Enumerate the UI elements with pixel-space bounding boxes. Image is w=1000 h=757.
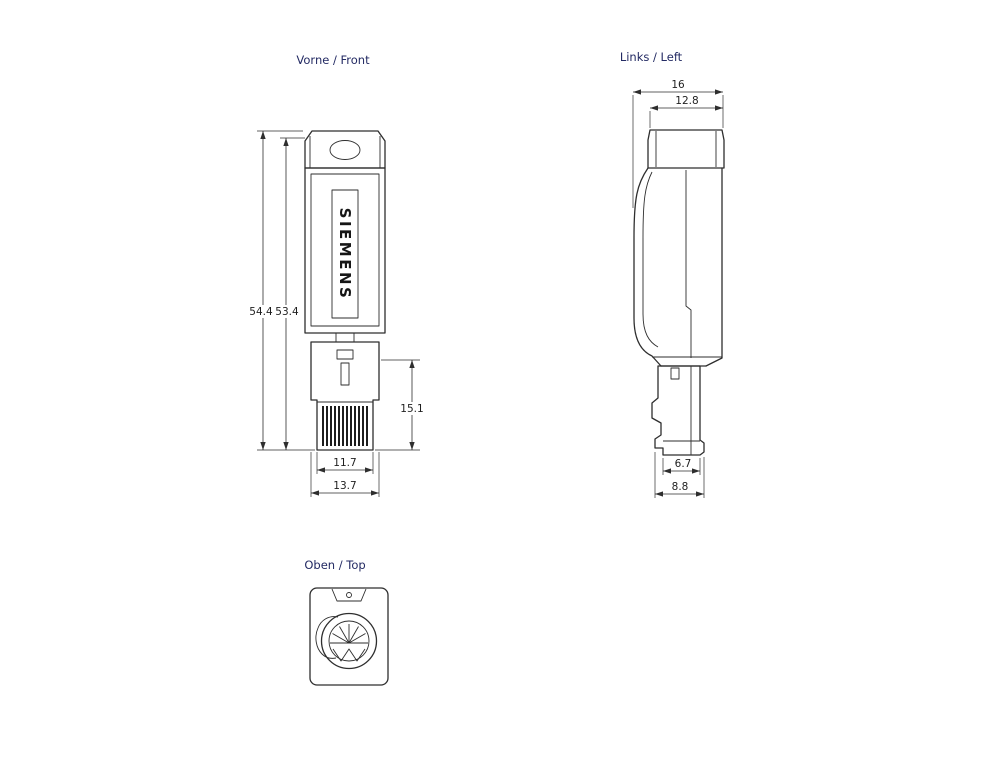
front-cap-outline [304, 130, 386, 169]
left-body-left-profile [633, 167, 662, 367]
dim-plug-outer-width: 13.7 [310, 452, 380, 497]
dim-plug-width: 11.7 [316, 452, 374, 474]
top-tab-outline [331, 588, 367, 602]
left-view: Links / Left 16 12.8 [620, 50, 725, 498]
front-plug-contacts-hatch [322, 406, 368, 446]
front-plug-latch-window [336, 349, 354, 360]
dimension-text-mask [399, 402, 425, 415]
top-view-title: Oben / Top [304, 558, 365, 572]
dim-overall-depth: 16 [632, 79, 724, 208]
brand-label: SIEMENS [336, 208, 354, 301]
dimension-value: 16 [671, 79, 685, 91]
fan-line [348, 633, 366, 644]
dimension-value: 53.4 [275, 306, 299, 318]
front-brand-plate [331, 189, 359, 319]
dimension-value: 15.1 [400, 403, 423, 415]
top-contact-fan [330, 624, 368, 644]
fan-line [339, 626, 350, 644]
dimension-text-mask [248, 305, 274, 318]
left-cap-outline [647, 129, 725, 169]
fan-line [348, 626, 359, 644]
front-body-inner [310, 173, 380, 327]
left-body-seam [685, 170, 692, 358]
dim-plug-height: 15.1 [375, 359, 425, 451]
dimension-value: 8.8 [672, 481, 689, 493]
dim-housing-height: 53.4 [274, 137, 305, 450]
left-latch-arm-inner [642, 171, 659, 348]
left-view-title: Links / Left [620, 50, 683, 64]
top-gland-outer-circle [320, 612, 378, 670]
front-latch-neck [335, 332, 355, 343]
top-latch-hook [315, 616, 339, 659]
dim-housing-depth: 12.8 [649, 95, 723, 128]
top-tab-hole [346, 592, 352, 598]
left-plug-outline [651, 365, 705, 456]
dimension-value: 11.7 [333, 457, 356, 469]
dim-plug-depth: 6.7 [662, 458, 701, 475]
front-plug-latch-stem [340, 362, 350, 386]
dimension-value: 6.7 [675, 458, 692, 470]
dimension-value: 54.4 [249, 306, 273, 318]
left-plug-latch-catch [670, 367, 680, 380]
dim-plug-outer-depth: 8.8 [654, 452, 705, 498]
front-cap-oval-hole [329, 140, 361, 160]
top-gland-inner-circle [328, 620, 370, 662]
dimension-text-mask [274, 305, 300, 318]
front-view-title: Vorne / Front [296, 53, 370, 67]
front-view: Vorne / Front SIEMENS [248, 53, 425, 497]
top-view: Oben / Top [304, 558, 389, 686]
front-plug-outline [310, 341, 380, 451]
top-contact-zigzag [332, 648, 366, 662]
left-body-right-profile [705, 167, 723, 367]
fan-line [332, 633, 350, 644]
dimension-value: 12.8 [675, 95, 698, 107]
dimension-value: 13.7 [333, 480, 356, 492]
dim-overall-height: 54.4 [248, 130, 315, 451]
top-housing-outline [309, 587, 389, 686]
